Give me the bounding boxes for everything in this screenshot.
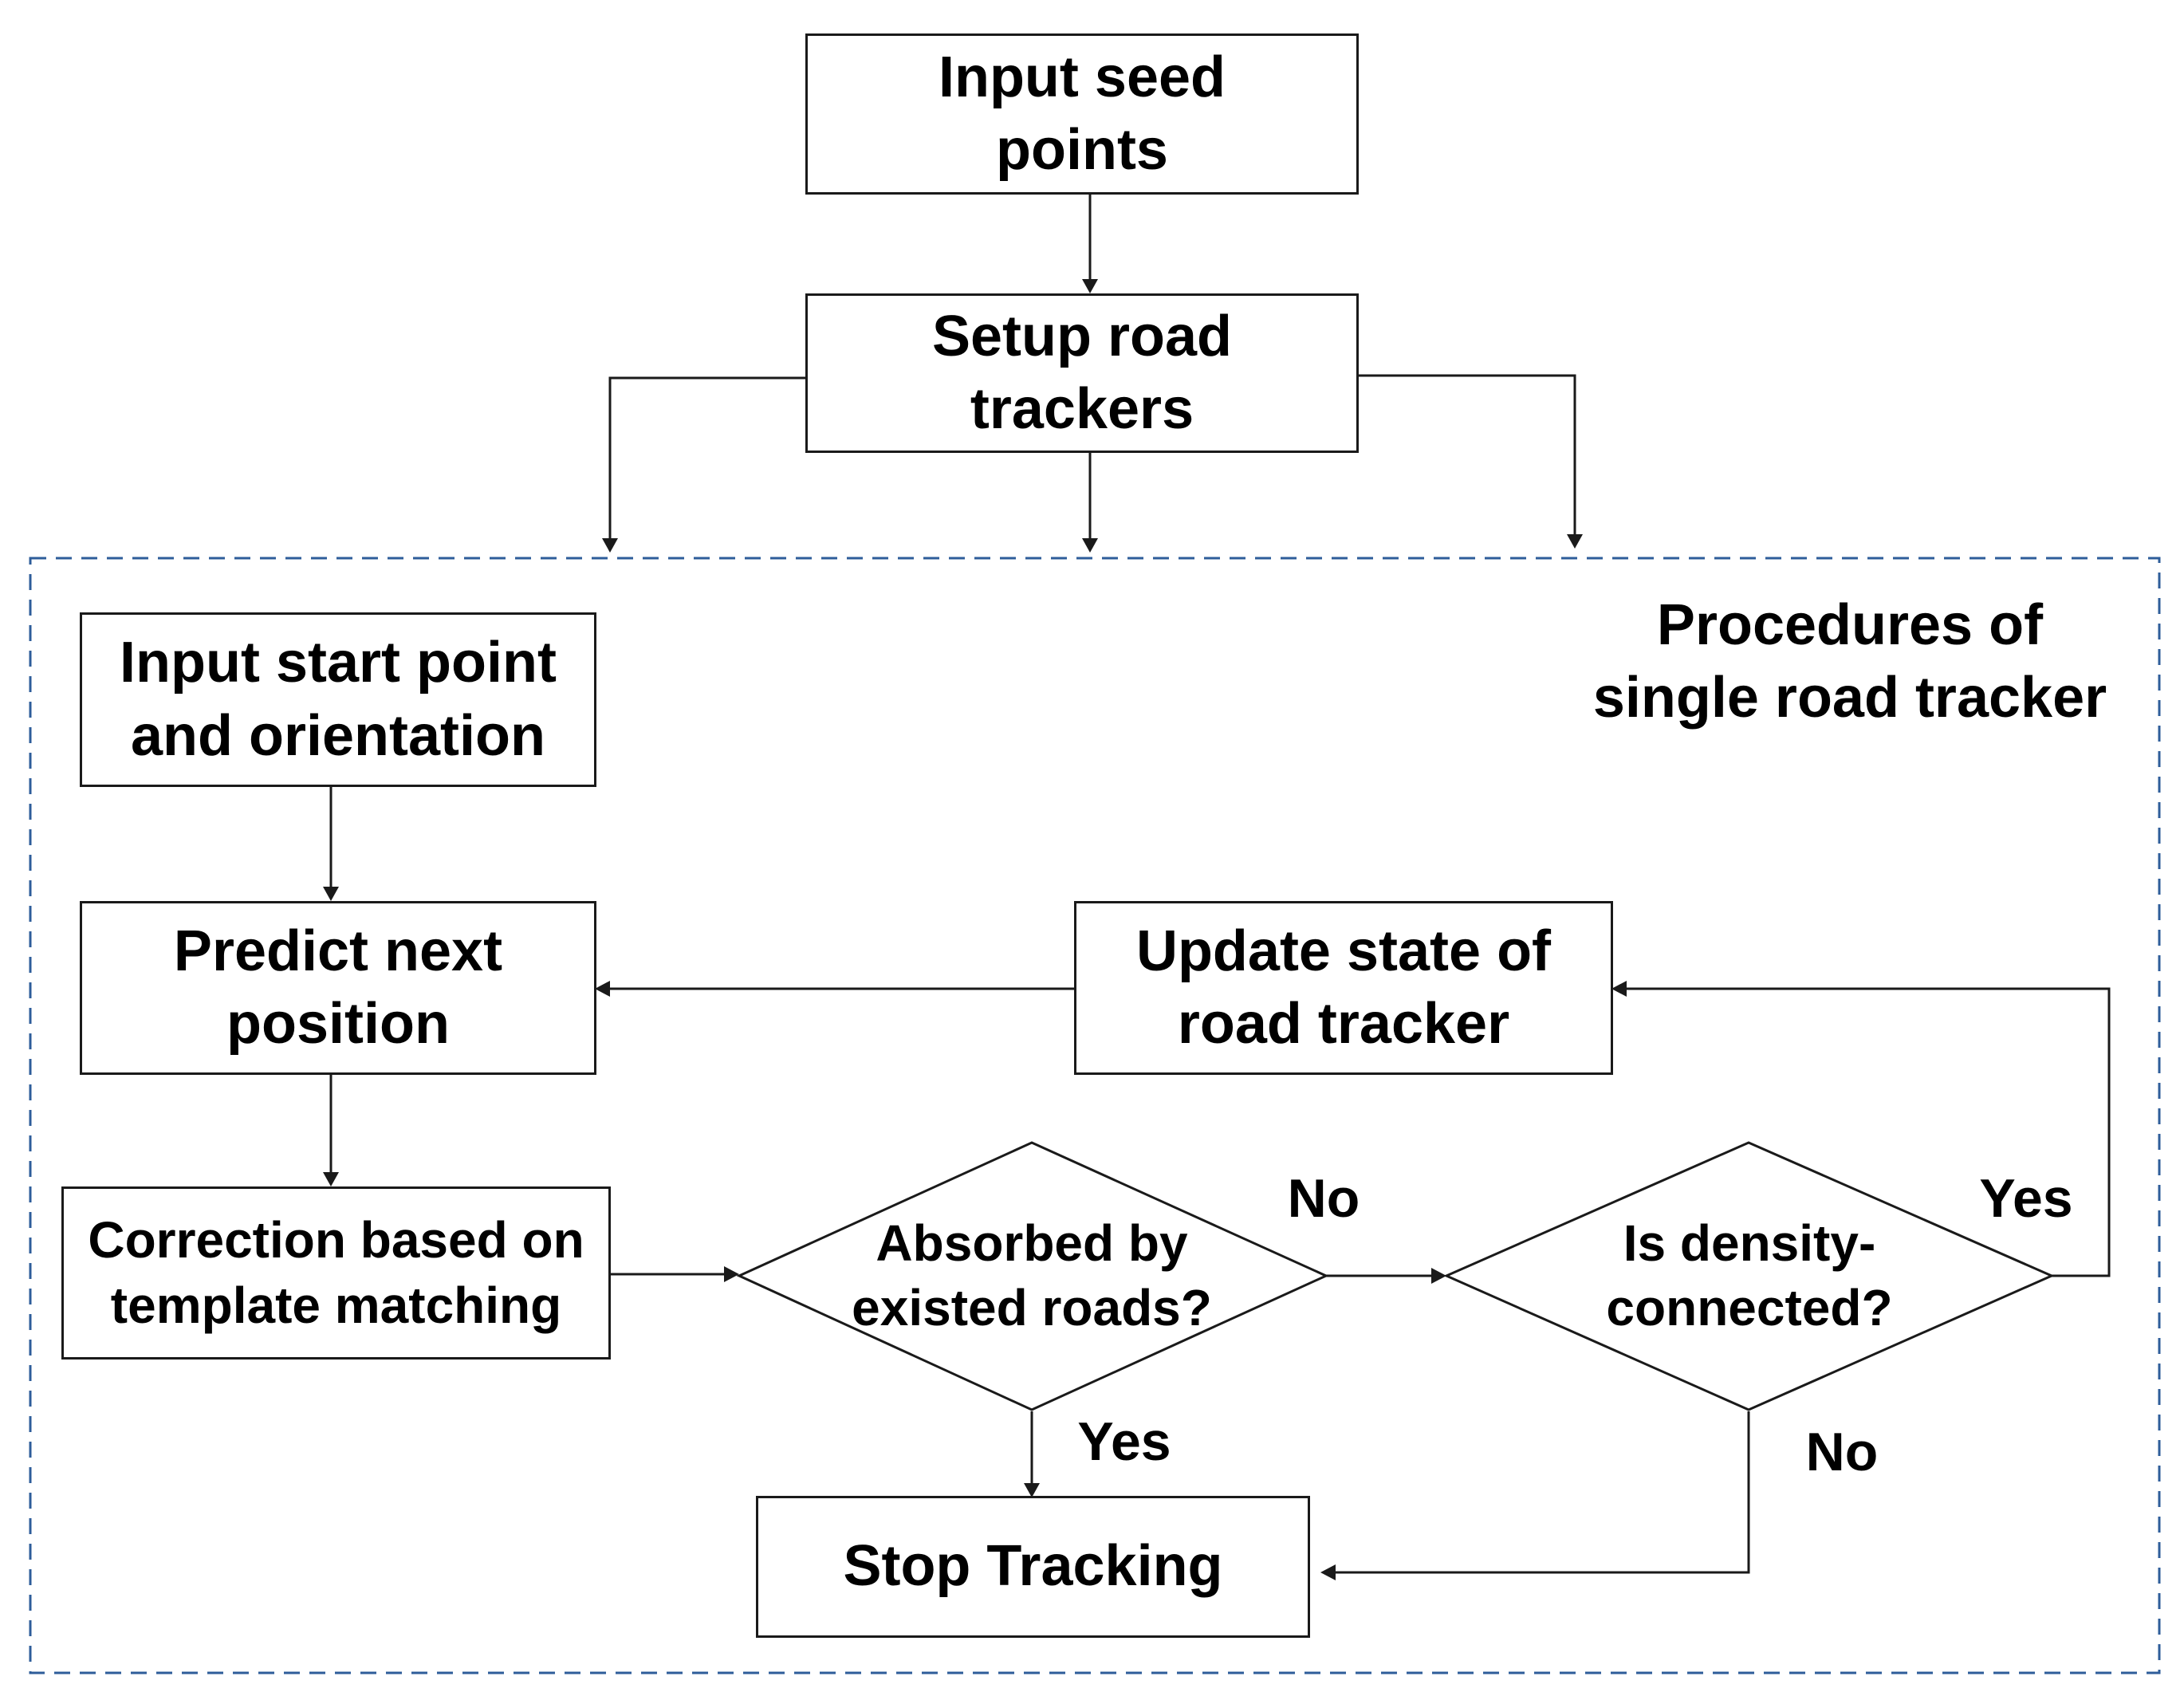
edge-label-density-no: No [1786, 1418, 1898, 1486]
group-title-text: Procedures of single road tracker [1592, 592, 2107, 730]
edge-label-absorbed-no-text: No [1287, 1167, 1360, 1229]
node-stop-tracking-label: Stop Tracking [843, 1534, 1223, 1599]
node-correction-label: Correction based on template matching [88, 1211, 584, 1334]
edge-setup-to-group-right [1359, 374, 1576, 534]
arrowhead-density [1431, 1268, 1446, 1284]
edge-label-density-no-text: No [1805, 1421, 1879, 1482]
node-predict-next: Predict next position [80, 901, 596, 1075]
group-title: Procedures of single road tracker [1563, 586, 2137, 738]
arrowhead-predict [323, 887, 339, 901]
node-stop-tracking: Stop Tracking [756, 1496, 1310, 1638]
decision-absorbed-text: Absorbed by existed roads? [852, 1214, 1212, 1336]
edge-label-absorbed-no: No [1268, 1164, 1379, 1233]
arrowhead-update [1611, 981, 1627, 997]
edge-label-density-yes: Yes [1966, 1164, 2086, 1233]
edge-label-absorbed-yes-text: Yes [1077, 1411, 1171, 1472]
arrowhead-stop-from-density [1320, 1564, 1336, 1580]
node-setup-trackers-label: Setup road trackers [931, 304, 1233, 441]
edge-label-absorbed-yes: Yes [1064, 1407, 1184, 1476]
edge-setup-to-group-left [608, 376, 805, 538]
arrowhead-absorbed [724, 1266, 739, 1282]
edge-density-to-update [1627, 987, 2111, 1277]
decision-density-label: Is density- connected? [1539, 1196, 1960, 1356]
node-input-start-label: Input start point and orientation [120, 631, 557, 768]
edge-label-density-yes-text: Yes [1979, 1167, 2073, 1229]
arrowhead-correction [323, 1172, 339, 1186]
connectors [329, 195, 2111, 1574]
node-update-state-label: Update state of road tracker [1135, 919, 1552, 1056]
decision-density-text: Is density- connected? [1606, 1214, 1893, 1336]
decision-density-shape [1443, 1141, 2055, 1411]
node-predict-next-label: Predict next position [173, 919, 503, 1056]
arrowheads [323, 279, 1627, 1580]
arrowhead-group-right [1567, 534, 1583, 549]
decision-absorbed-label: Absorbed by existed roads? [821, 1196, 1242, 1356]
node-setup-trackers: Setup road trackers [805, 293, 1359, 453]
edge-density-to-stop [1336, 1411, 1750, 1574]
arrowhead-setup [1082, 279, 1098, 293]
arrowhead-group-left [602, 538, 618, 553]
arrowhead-group-middle [1082, 538, 1098, 553]
node-input-seed: Input seed points [805, 33, 1359, 195]
node-input-start: Input start point and orientation [80, 612, 596, 787]
arrowhead-predict-from-update [595, 981, 610, 997]
node-update-state: Update state of road tracker [1074, 901, 1613, 1075]
node-correction: Correction based on template matching [61, 1186, 611, 1360]
arrowhead-stop-from-absorbed [1024, 1483, 1040, 1497]
node-input-seed-label: Input seed points [938, 45, 1226, 182]
decision-absorbed-shape [736, 1141, 1329, 1411]
group-boundary [29, 557, 2161, 1674]
